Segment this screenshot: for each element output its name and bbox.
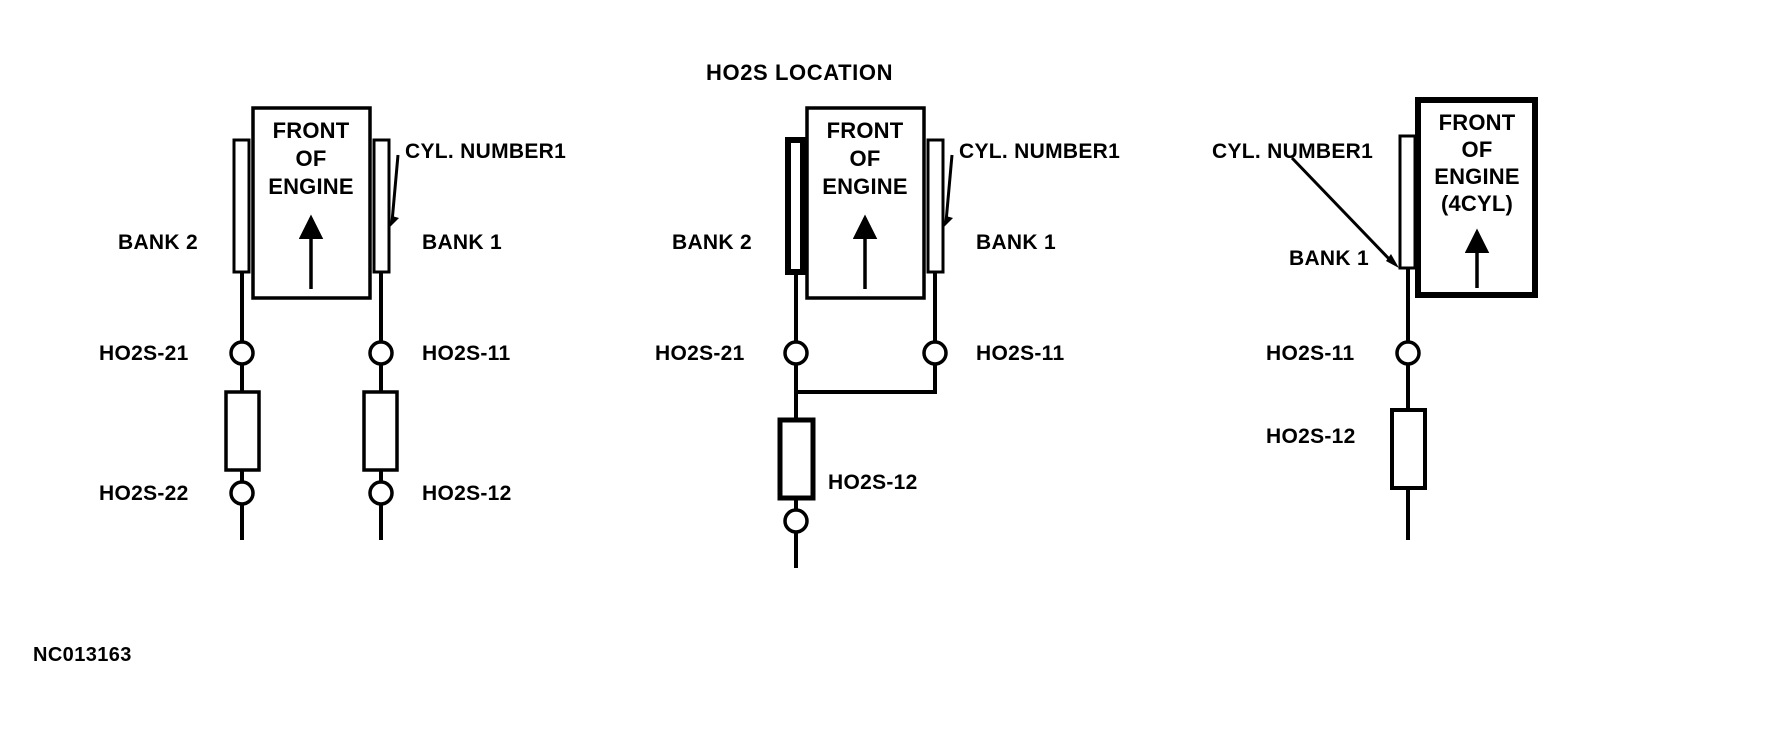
- cyl-number-callout-line-3: [1290, 156, 1394, 264]
- diagram-2-v-engine-merged-converter: FRONT OF ENGINE: [655, 106, 1120, 568]
- catalytic-converter-3: [1390, 408, 1427, 490]
- bank1-manifold-bar-3: [1398, 134, 1417, 270]
- diagram-1-v-engine-dual-converter: FRONT OF ENGINE: [99, 106, 566, 540]
- cyl-number-label-1: CYL. NUMBER1: [405, 140, 566, 163]
- sensor-ho2s-12-symbol-1: [368, 480, 394, 506]
- catalytic-converter-bank2-1: [224, 390, 261, 472]
- sensor-ho2s-11-label-2: HO2S-11: [976, 342, 1064, 365]
- sensor-ho2s-11-label-3: HO2S-11: [1266, 342, 1354, 365]
- cyl-number-callout-arrow-2: [943, 216, 953, 228]
- catalytic-converter-2: [777, 417, 816, 501]
- engine-label-4cyl-3: (4CYL): [1441, 191, 1513, 216]
- sensor-ho2s-11-symbol-3: [1395, 340, 1421, 366]
- sensor-ho2s-21-label-1: HO2S-21: [99, 342, 189, 365]
- diagram-3-inline-4cyl: FRONT OF ENGINE (4CYL) CYL. NUMBER1 BANK…: [1212, 97, 1538, 540]
- cyl-number-label-3: CYL. NUMBER1: [1212, 140, 1373, 163]
- engine-label-engine-2: ENGINE: [822, 174, 908, 199]
- cyl-number-callout-arrow-1: [389, 216, 399, 228]
- sensor-ho2s-12-label-2: HO2S-12: [828, 471, 918, 494]
- sensor-ho2s-22-symbol-1: [229, 480, 255, 506]
- cyl-number-callout-arrow-3: [1386, 254, 1399, 268]
- bank2-manifold-bar-2: [785, 137, 806, 275]
- bank1-manifold-bar-1: [372, 138, 391, 274]
- sensor-ho2s-12-label-3: HO2S-12: [1266, 425, 1356, 448]
- engine-label-of-1: OF: [296, 146, 327, 171]
- sensor-ho2s-22-label-1: HO2S-22: [99, 482, 189, 505]
- sensor-ho2s-21-symbol-2: [783, 340, 809, 366]
- sensor-ho2s-11-symbol-2: [922, 340, 948, 366]
- engine-label-engine-1: ENGINE: [268, 174, 354, 199]
- sensor-ho2s-12-label-1: HO2S-12: [422, 482, 512, 505]
- engine-label-of-3: OF: [1462, 137, 1493, 162]
- engine-label-of-2: OF: [850, 146, 881, 171]
- sensor-ho2s-21-label-2: HO2S-21: [655, 342, 745, 365]
- bank2-label-2: BANK 2: [672, 231, 752, 254]
- catalytic-converter-bank1-1: [362, 390, 399, 472]
- engine-label-front-3: FRONT: [1439, 110, 1516, 135]
- bank1-label-2: BANK 1: [976, 231, 1056, 254]
- bank2-manifold-bar-1: [232, 138, 251, 274]
- bank1-label-3: BANK 1: [1289, 247, 1369, 270]
- sensor-ho2s-11-label-1: HO2S-11: [422, 342, 510, 365]
- engine-label-front-2: FRONT: [827, 118, 904, 143]
- bank1-label-1: BANK 1: [422, 231, 502, 254]
- figure-title: HO2S LOCATION: [706, 60, 893, 85]
- cyl-number-callout-line-2: [944, 154, 954, 223]
- cyl-number-label-2: CYL. NUMBER1: [959, 140, 1120, 163]
- sensor-ho2s-21-symbol-1: [229, 340, 255, 366]
- bank1-manifold-bar-2: [926, 138, 945, 274]
- sensor-downstream-symbol-2: [783, 508, 809, 534]
- sensor-ho2s-11-symbol-1: [368, 340, 394, 366]
- cyl-number-callout-line-1: [390, 154, 400, 223]
- bank2-label-1: BANK 2: [118, 231, 198, 254]
- engine-label-front-1: FRONT: [273, 118, 350, 143]
- engine-label-engine-3: ENGINE: [1434, 164, 1520, 189]
- figure-reference-code: NC013163: [33, 644, 132, 666]
